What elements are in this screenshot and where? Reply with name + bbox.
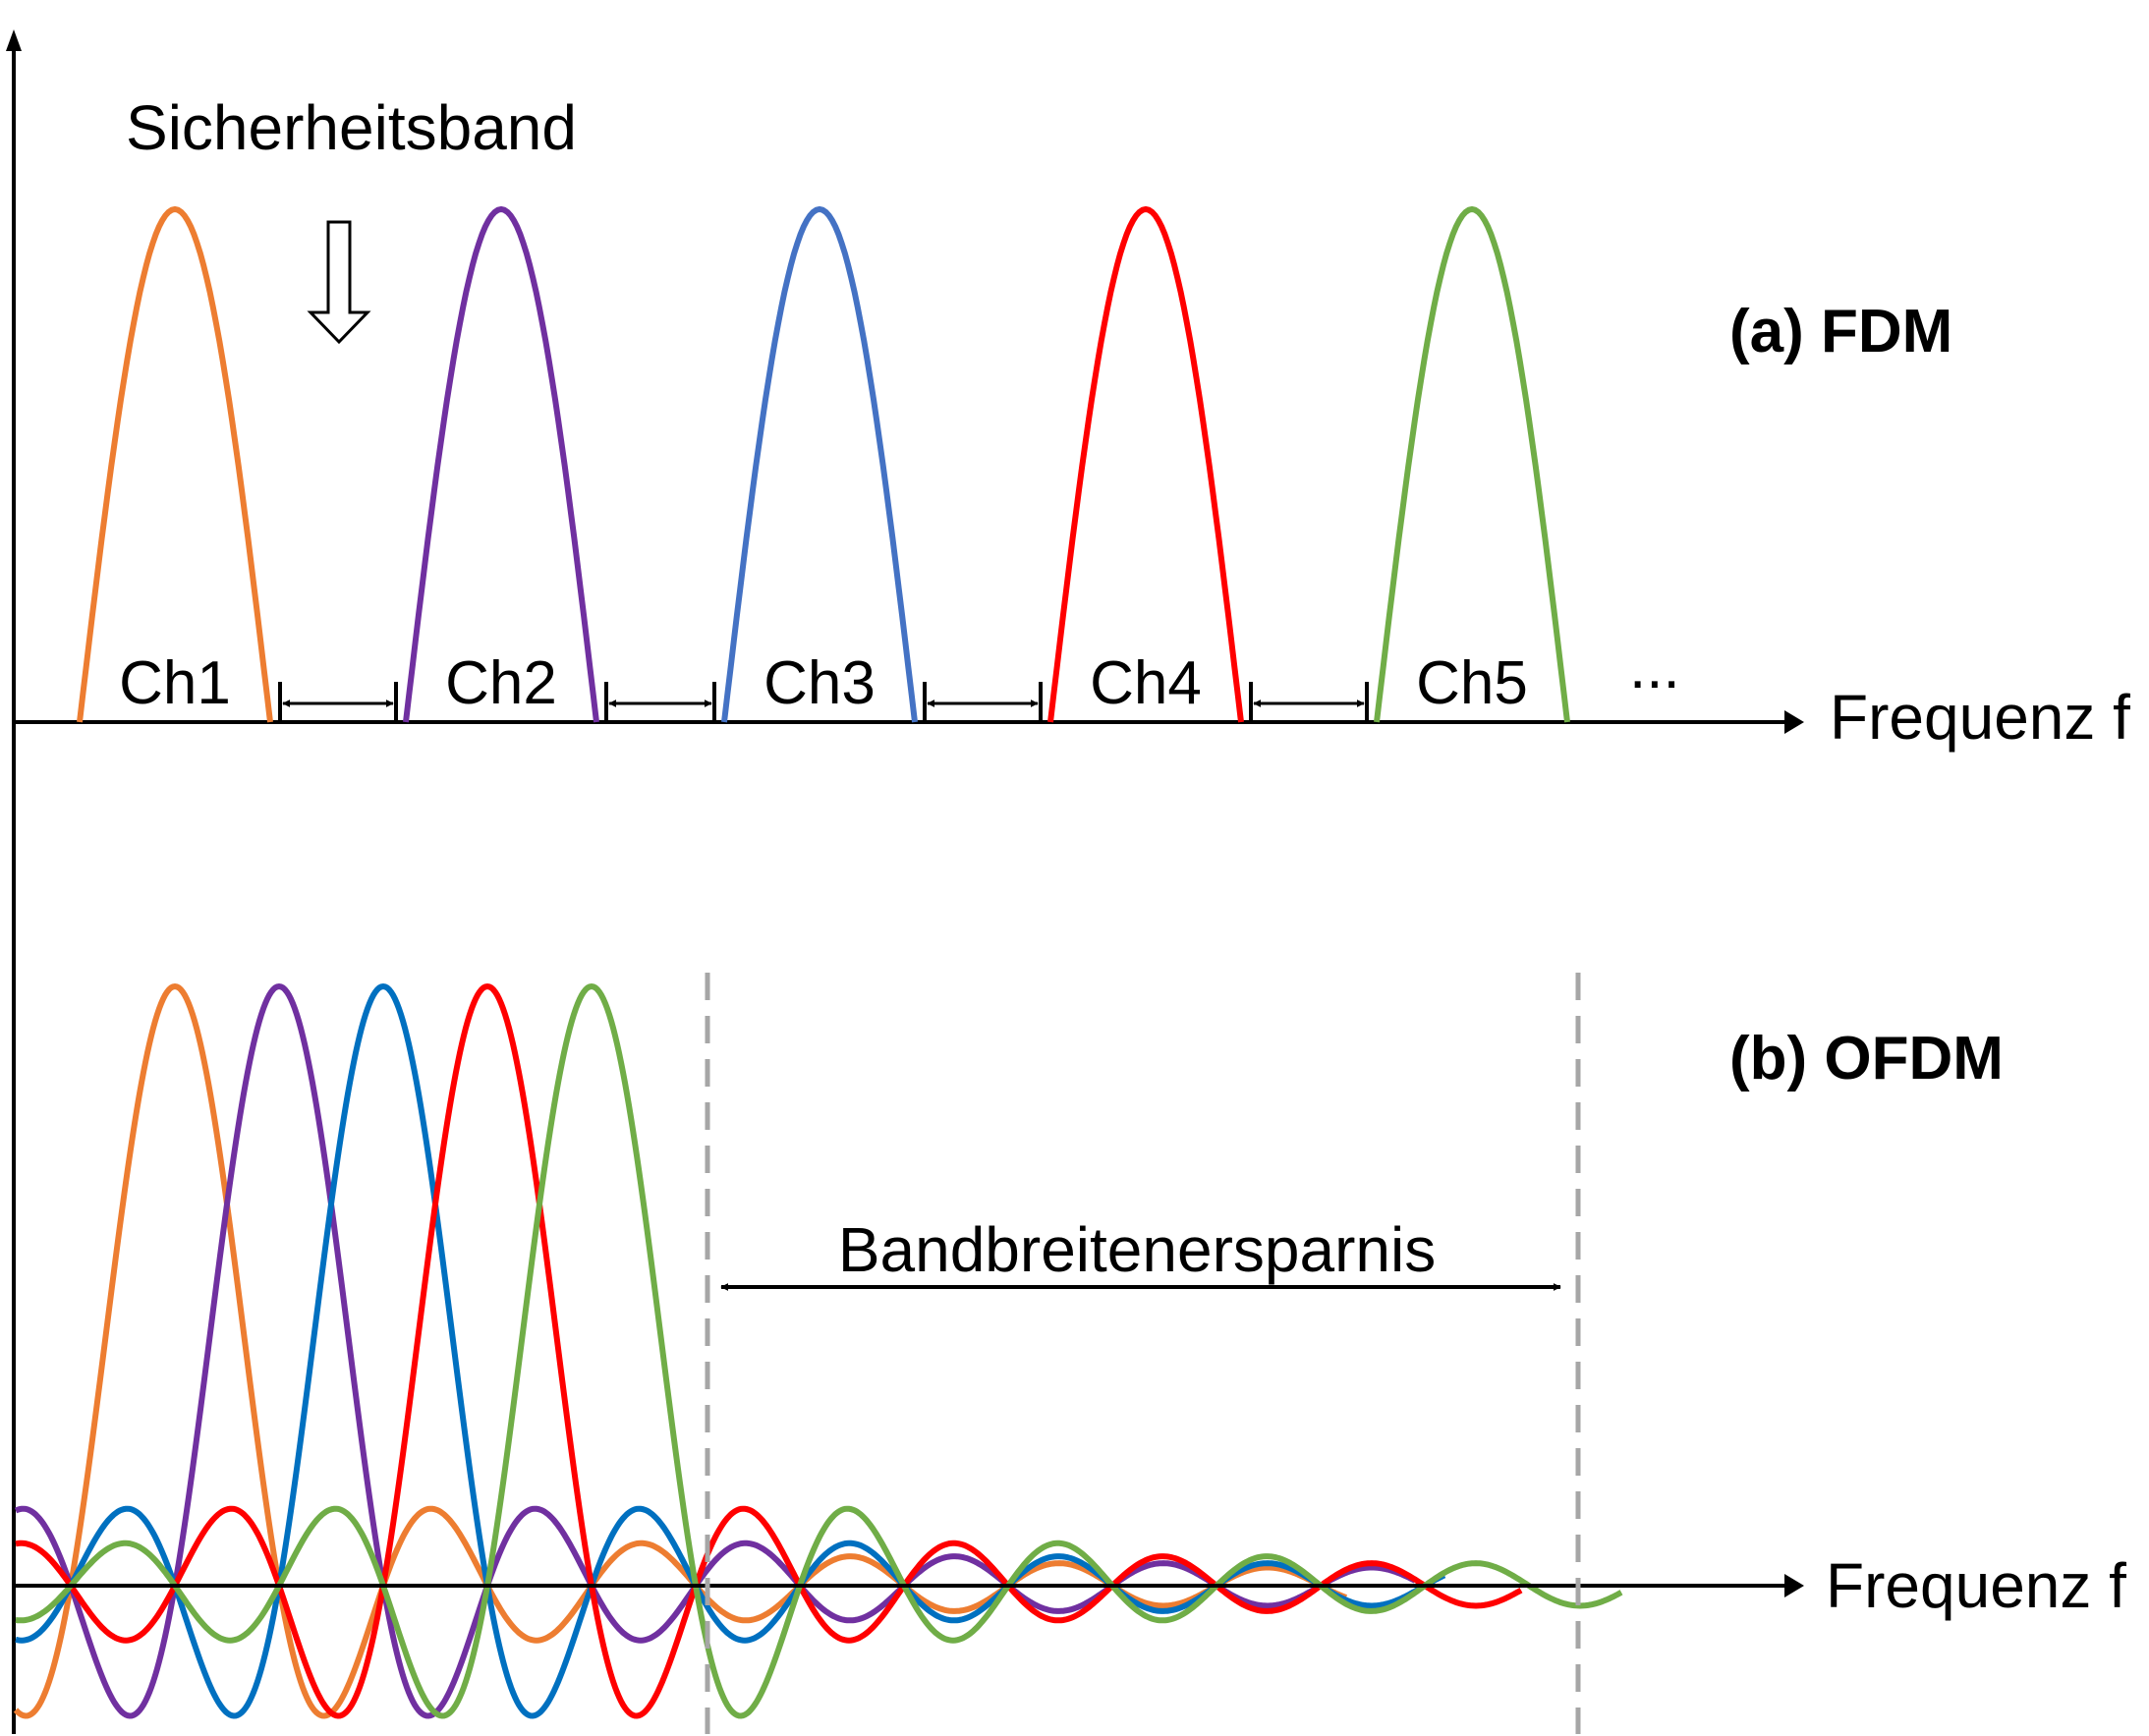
fdm-channel-1-curve (77, 205, 273, 723)
ofdm-title: (b) OFDM (1729, 1025, 2004, 1092)
fdm-channel-1-label: Ch1 (119, 649, 231, 717)
ofdm-panel: Frequenz f (b) OFDM Bandbreitenersparnis (13, 973, 2126, 1734)
fdm-title: (a) FDM (1729, 298, 1952, 365)
guard-band-marker (604, 682, 716, 721)
fdm-channel-2-curve (403, 205, 599, 723)
fdm-channel-2-label: Ch2 (445, 649, 557, 717)
guard-band-label: Sicherheitsband (126, 92, 577, 163)
ofdm-subcarrier-curves (13, 982, 1623, 1719)
guard-band-marker (923, 682, 1043, 721)
guard-band-marker (1249, 682, 1369, 721)
ofdm-subcarrier-4-curve (15, 982, 1523, 1719)
ofdm-frequency-axis-arrowhead (1784, 1574, 1804, 1597)
fdm-channel-5-label: Ch5 (1416, 649, 1528, 717)
guard-band-marker (278, 682, 398, 721)
fdm-frequency-axis-label: Frequenz f (1830, 682, 2130, 753)
fdm-channel-4-label: Ch4 (1090, 649, 1202, 717)
fdm-channel-3-label: Ch3 (763, 649, 876, 717)
fdm-ellipsis: ... (1629, 634, 1680, 701)
fdm-channel-curves (77, 205, 1570, 723)
fdm-channel-5-curve (1374, 205, 1570, 723)
fdm-frequency-axis-arrowhead (1784, 710, 1804, 734)
fdm-guard-band-markers (278, 682, 1369, 721)
ofdm-frequency-axis-label: Frequenz f (1826, 1550, 2126, 1621)
guard-band-pointer-arrow-icon (307, 220, 371, 345)
ofdm-subcarrier-5-curve (15, 982, 1623, 1719)
fdm-channel-4-curve (1047, 205, 1244, 723)
ofdm-subcarrier-3-curve (15, 982, 1446, 1719)
ofdm-subcarrier-2-curve (14, 982, 1417, 1719)
fdm-channel-labels: Ch1 Ch2 Ch3 Ch4 Ch5 (119, 649, 1528, 717)
fdm-channel-3-curve (721, 205, 918, 723)
bandwidth-savings-label: Bandbreitenersparnis (838, 1214, 1436, 1285)
vertical-axis-arrowhead (6, 29, 22, 51)
